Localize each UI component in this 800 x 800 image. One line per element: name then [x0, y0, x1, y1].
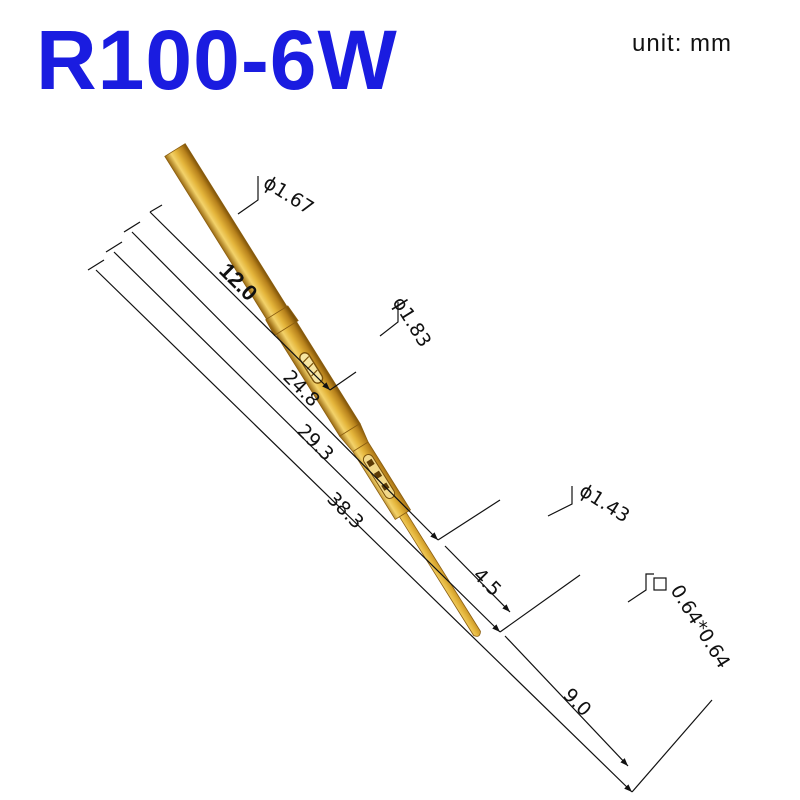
length-4-5-label: 4.5 — [468, 564, 505, 601]
dimension-lines — [87, 176, 713, 793]
length-9-0-label: 9.0 — [558, 684, 595, 721]
dia-1-43-label: ϕ1.43 — [575, 480, 633, 528]
dia-1-83-label: ϕ1.83 — [388, 293, 436, 351]
probe-body — [164, 143, 481, 637]
unit-label: unit: mm — [632, 30, 733, 57]
model-title: R100-6W — [36, 13, 398, 107]
dia-1-67-label: ϕ1.67 — [259, 172, 317, 220]
length-29-3-label: 29.3 — [292, 420, 337, 465]
tip-size-label: 0.64*0.64 — [666, 581, 735, 672]
